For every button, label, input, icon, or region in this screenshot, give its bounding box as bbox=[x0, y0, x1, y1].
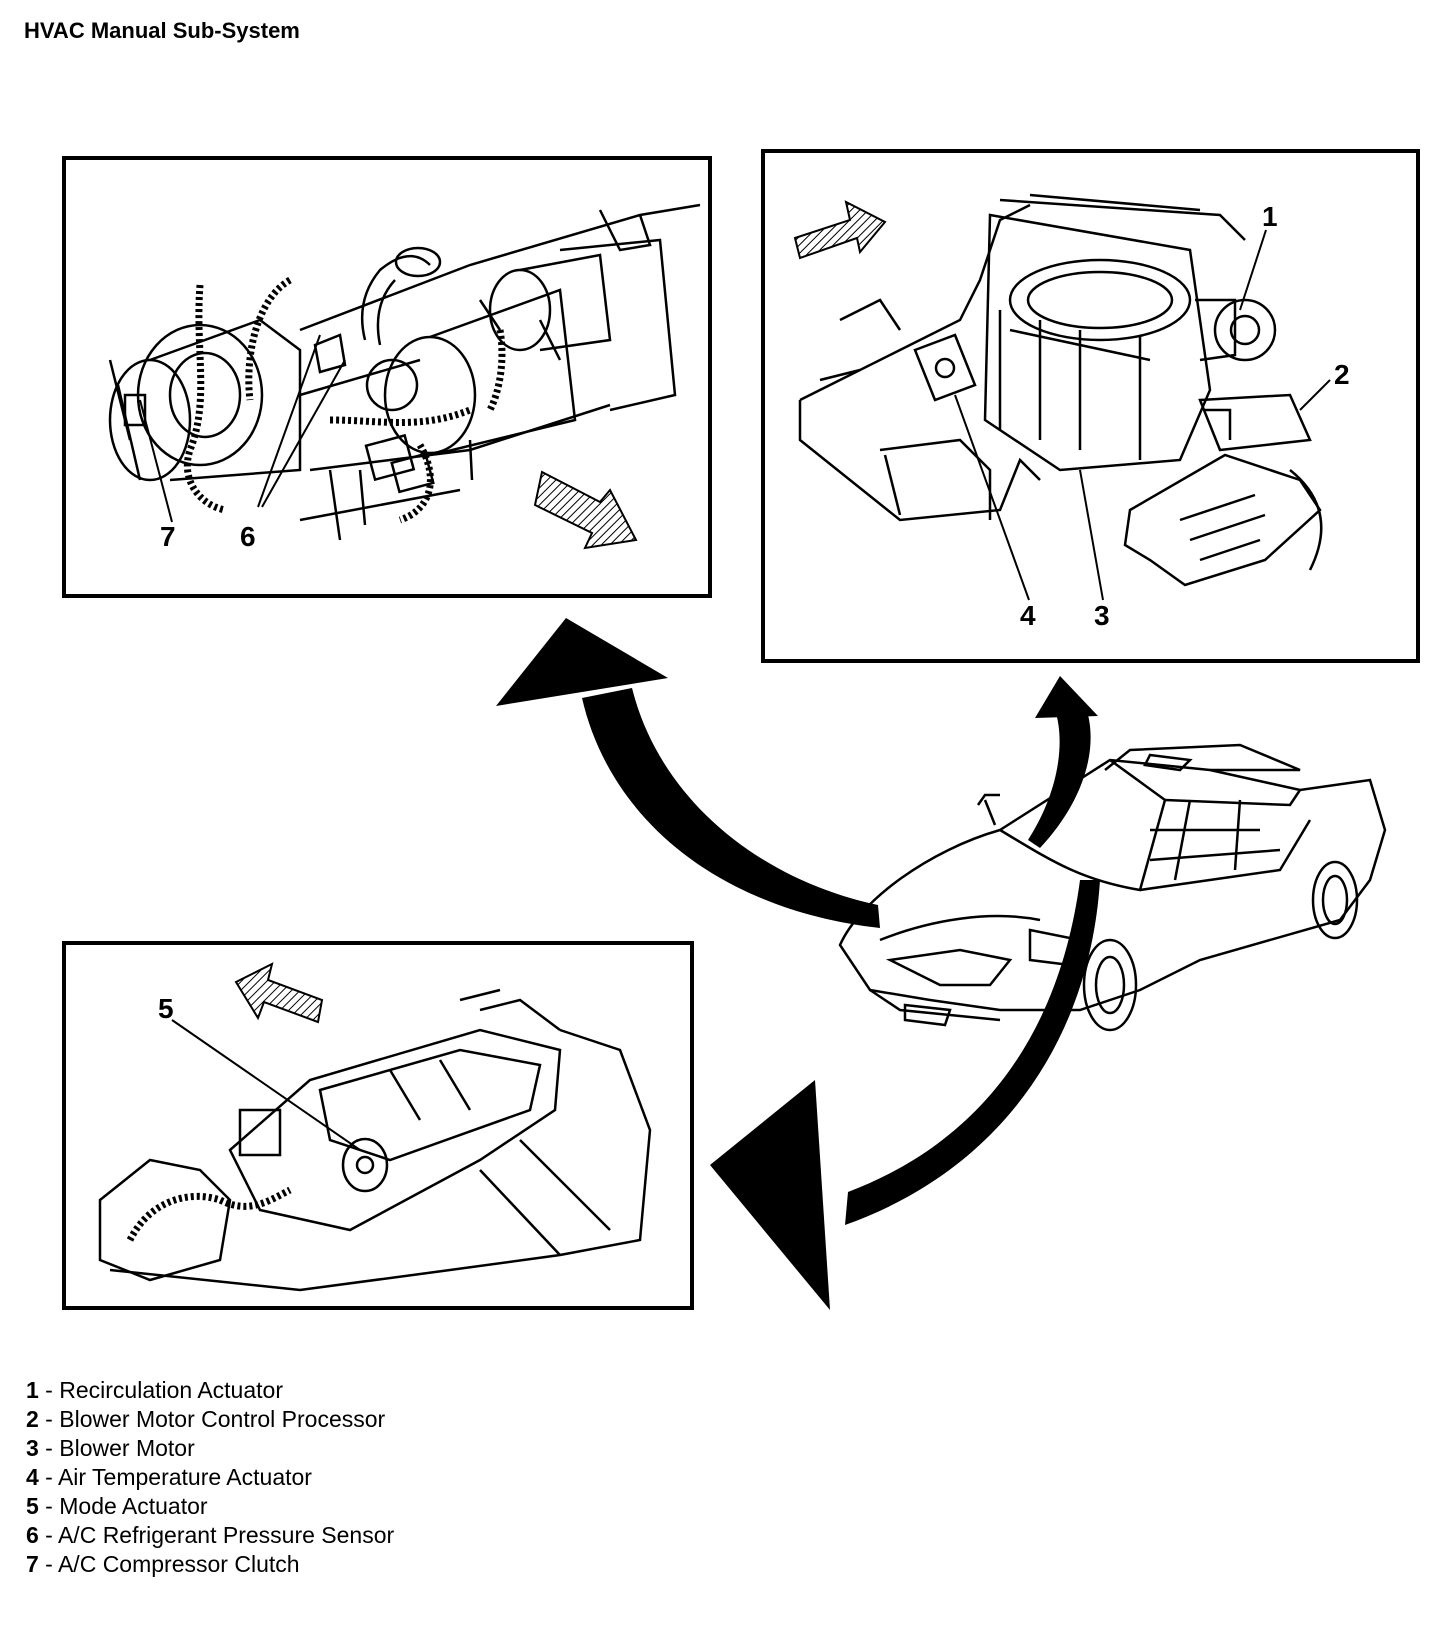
callout-2: 2 bbox=[1334, 359, 1350, 390]
callout-7: 7 bbox=[160, 521, 176, 552]
blower-panel bbox=[761, 149, 1420, 663]
legend-item: 7 - A/C Compressor Clutch bbox=[26, 1551, 300, 1577]
legend: 1 - Recirculation Actuator 2 - Blower Mo… bbox=[26, 1376, 394, 1579]
vehicle-illustration bbox=[838, 743, 1387, 1032]
callout-6: 6 bbox=[240, 521, 256, 552]
callout-3: 3 bbox=[1094, 600, 1110, 631]
legend-item: 5 - Mode Actuator bbox=[26, 1493, 208, 1519]
legend-item: 4 - Air Temperature Actuator bbox=[26, 1464, 312, 1490]
legend-item: 2 - Blower Motor Control Processor bbox=[26, 1406, 386, 1432]
mode-actuator-panel bbox=[62, 941, 694, 1310]
legend-item: 3 - Blower Motor bbox=[26, 1435, 195, 1461]
callout-1: 1 bbox=[1262, 201, 1278, 232]
locator-arrows bbox=[496, 618, 1100, 1310]
legend-item: 6 - A/C Refrigerant Pressure Sensor bbox=[26, 1522, 395, 1548]
legend-item: 1 - Recirculation Actuator bbox=[26, 1377, 283, 1403]
callout-4: 4 bbox=[1020, 600, 1036, 631]
compressor-panel bbox=[62, 156, 712, 598]
page-title: HVAC Manual Sub-System bbox=[24, 18, 300, 43]
callout-5: 5 bbox=[158, 993, 174, 1024]
